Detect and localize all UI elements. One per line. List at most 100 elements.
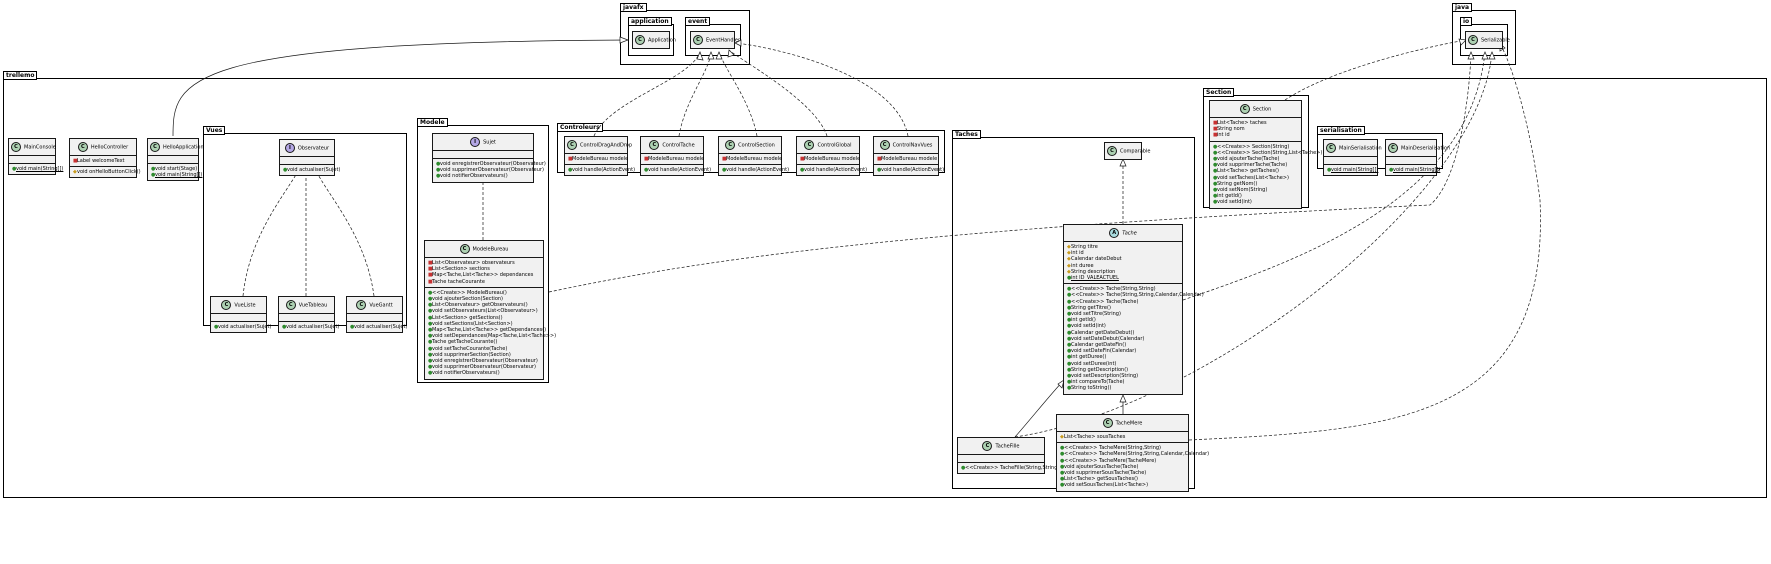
visibility-icon: ● <box>961 465 966 471</box>
method-row: ●void ajouterTache(Tache) <box>1213 156 1298 162</box>
visibility-icon: ● <box>1327 167 1332 173</box>
method-row: ●<<Create>> TacheMere(String,String,Cale… <box>1060 451 1209 457</box>
package-javafx-label: javafx <box>620 3 647 12</box>
arrowhead-application <box>619 36 629 44</box>
visibility-icon: ● <box>428 289 433 296</box>
impl-eventhandler-draganddrop <box>593 51 701 137</box>
arrowhead-serializable-1 <box>1458 38 1467 46</box>
member-text: int compareTo(Tache) <box>1071 379 1125 386</box>
member-text: List<Tache> taches <box>1217 120 1267 126</box>
class-fields <box>1324 157 1377 165</box>
member-text: ModeleBureau modele <box>648 156 705 162</box>
class-fields: ■List<Tache> taches■String nom■int id <box>1210 118 1301 142</box>
class-kind-icon: C <box>285 300 296 310</box>
member-text: int id <box>1071 250 1084 257</box>
visibility-icon: ● <box>722 167 727 174</box>
class-kind-icon: C <box>77 142 88 152</box>
method-row: ●void actualiser(Sujet) <box>283 167 340 173</box>
visibility-icon: ● <box>1067 292 1072 299</box>
member-text: int id <box>1217 132 1230 139</box>
method-row: ●void actualiser(Sujet) <box>350 324 407 330</box>
visibility-icon: ◆ <box>1060 434 1064 440</box>
visibility-icon: ● <box>428 364 433 371</box>
impl-eventhandler-controlsection <box>718 51 758 137</box>
package-serialisation-label: serialisation <box>1317 126 1365 135</box>
visibility-icon: ■ <box>428 278 433 285</box>
visibility-icon: ● <box>1213 174 1218 181</box>
class-name: VueListe <box>234 302 256 309</box>
impl-observateur-vueliste <box>242 161 304 297</box>
visibility-icon: ● <box>1060 463 1065 470</box>
class-name: ControlSection <box>738 142 775 149</box>
visibility-icon: ● <box>1060 476 1065 483</box>
member-text: void ajouterTache(Tache) <box>1217 156 1280 163</box>
member-text: String titre <box>1071 244 1098 250</box>
method-row: ●Calendar getDateDebut() <box>1067 330 1179 336</box>
field-row: ◆int id <box>1067 250 1179 256</box>
member-text: void main(String[]) <box>1393 167 1441 173</box>
class-name: TacheMere <box>1115 420 1143 427</box>
member-text: void ajouterSousTache(Tache) <box>1064 463 1139 470</box>
method-row: ●void supprimerObservateur(Observateur) <box>436 167 544 173</box>
member-text: void setTitre(String) <box>1071 311 1121 318</box>
visibility-icon: ● <box>1213 168 1218 175</box>
member-text: void setObservateurs(List<Observateur>) <box>432 308 538 315</box>
visibility-icon: ● <box>1067 329 1072 336</box>
class-kind-icon: I <box>470 137 481 147</box>
class-fields <box>433 151 533 159</box>
class-fields: ■List<Observateur> observateurs■List<Sec… <box>425 258 543 288</box>
arrowhead-eventhandler-4 <box>727 49 735 58</box>
member-text: void setSousTaches(List<Tache>) <box>1064 482 1149 489</box>
class-kind-icon: C <box>567 140 577 150</box>
field-row: ◆String titre <box>1067 244 1179 250</box>
visibility-icon: ● <box>428 327 433 334</box>
method-row: ●void main(String[]) <box>1327 167 1378 173</box>
package-serialisation <box>1317 133 1443 169</box>
arrowhead-tache-mere <box>1119 394 1127 403</box>
member-text: <<Create>> TacheMere(String,String) <box>1064 445 1161 452</box>
method-row: ●void notifierObservateurs() <box>436 173 530 179</box>
method-row: ●void supprimerSousTache(Tache) <box>1060 470 1185 476</box>
visibility-icon: ● <box>1067 311 1072 318</box>
class-methods: ●<<Create>> TacheFille(String,String) <box>958 463 1059 473</box>
visibility-icon: ● <box>1389 167 1394 173</box>
class-name: VueTableau <box>298 302 328 309</box>
member-text: void supprimerObservateur(Observateur) <box>440 167 544 174</box>
member-text: List<Section> getSections() <box>432 314 503 321</box>
class-methods: ●void actualiser(Sujet) <box>280 165 340 175</box>
field-row: ■List<Observateur> observateurs <box>428 260 540 266</box>
method-row: ●<<Create>> TacheFille(String,String) <box>961 465 1059 471</box>
class-kind-icon: C <box>879 140 890 150</box>
class-methods: ●<<Create>> Section(String)●<<Create>> S… <box>1210 142 1322 208</box>
method-row: ●void setId(int) <box>1213 199 1298 205</box>
impl-eventhandler-controltache <box>678 51 712 137</box>
